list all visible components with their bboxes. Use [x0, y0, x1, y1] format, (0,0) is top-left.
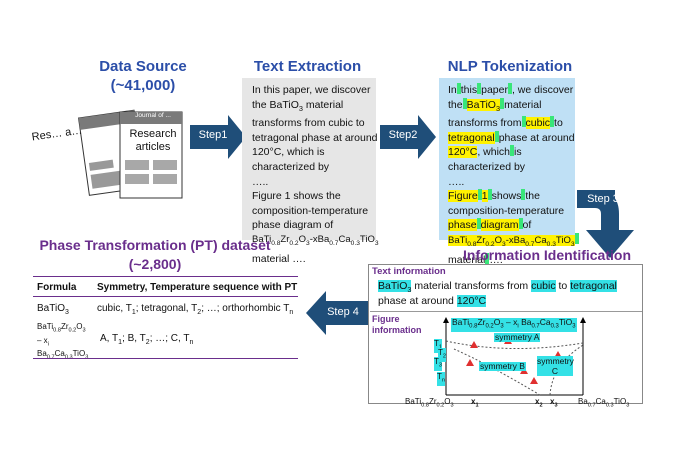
pt-count: (~2,800) — [128, 256, 182, 272]
journal-papers-icon — [77, 109, 183, 199]
te-line: Figure 1 shows the — [252, 190, 341, 203]
te-line: ….. — [252, 175, 269, 188]
sym-c-label: symmetry C — [537, 356, 574, 376]
nlp-line: ….. — [448, 175, 465, 188]
x2-label: x2 — [535, 397, 543, 409]
te-line: tetragonal phase at around — [252, 131, 378, 144]
pt-rule-mid — [33, 296, 298, 297]
info-divider — [370, 311, 642, 312]
text-extraction-title: Text Extraction — [253, 58, 362, 75]
step4-arrow — [306, 291, 368, 335]
te-line: characterized by — [252, 161, 330, 174]
info-title: Information Identification — [463, 247, 631, 263]
te-line: transforms from cubic to — [252, 117, 365, 130]
pt-col-sequence: Symmetry, Temperature sequence with PT — [97, 282, 298, 293]
pt-title: Phase Transformation (PT) dataset — [39, 237, 271, 253]
t2-label: T2 — [438, 348, 447, 362]
paper-front-header: Journal of ... — [135, 112, 171, 119]
nlp-line: composition-temperature — [448, 204, 565, 217]
data-source-count: (~41,000) — [110, 77, 176, 94]
pt-rule-top — [33, 276, 298, 277]
pt-rule-bottom — [33, 358, 298, 359]
pt-row2-sequence: A, T1; B, T2; …; C, Tn — [100, 333, 194, 346]
text-info-line1: BaTiO3 material transforms from cubic to… — [378, 280, 617, 295]
step1-arrow — [190, 115, 246, 159]
data-source-title: Data Source — [99, 58, 187, 75]
nlp-line: characterized by — [448, 161, 526, 174]
nlp-title: NLP Tokenization — [447, 58, 573, 75]
axis-right-label: Ba0.7Ca0.3TiO3 — [578, 397, 630, 409]
step2-label: Step2 — [388, 129, 418, 141]
t3-label: T3 — [434, 357, 443, 371]
te-line: composition-temperature — [252, 204, 369, 217]
figure-info-header: Figure information — [372, 314, 422, 335]
text-info-line2: phase at around 120°C — [378, 295, 487, 307]
pt-col-formula: Formula — [37, 282, 77, 293]
step2-arrow — [380, 115, 436, 159]
fig-formula: BaTi0.8Zr0.2O3 – xi Ba0.7Ca0.3TiO3 — [451, 317, 577, 332]
text-extraction-panel: In this paper, we discover the BaTiO3 ma… — [242, 78, 379, 265]
t1-label: T1 — [434, 339, 443, 353]
sym-b-label: symmetry B — [479, 361, 526, 371]
te-line: material …. — [252, 252, 306, 265]
step3-label: Step 3 — [587, 193, 619, 205]
te-line: BaTi0.8Zr0.2O3-xBa0.7Ca0.3TiO3 — [252, 234, 379, 247]
axis-left-label: BaTi0.8Zr0.2O3 — [405, 397, 454, 409]
pt-row1-sequence: cubic, T1; tetragonal, T2; …; orthorhomb… — [97, 303, 294, 316]
step4-label: Step 4 — [327, 306, 359, 318]
x1-label: x1 — [471, 397, 479, 409]
step1-label: Step1 — [198, 129, 228, 141]
te-line: 120°C, which is — [252, 146, 325, 159]
x3-label: x3 — [550, 397, 558, 409]
nlp-line: BaTi0.8Zr0.2O3-xBa0.7Ca0.3TiO3 — [448, 233, 579, 252]
pt-row1-formula: BaTiO3 — [37, 303, 69, 316]
text-info-header: Text information — [372, 266, 446, 277]
te-line: the BaTiO3 material — [252, 98, 344, 113]
te-line: In this paper, we discover — [252, 84, 371, 96]
nlp-line: material…. — [448, 252, 503, 266]
te-line: phase diagram of — [252, 219, 334, 232]
paper-front-label: Research articles — [129, 128, 177, 153]
tn-label: Tn — [437, 372, 446, 386]
step3-arrow — [577, 190, 634, 258]
info-box — [368, 264, 643, 404]
sym-a-label: symmetry A — [494, 332, 541, 342]
